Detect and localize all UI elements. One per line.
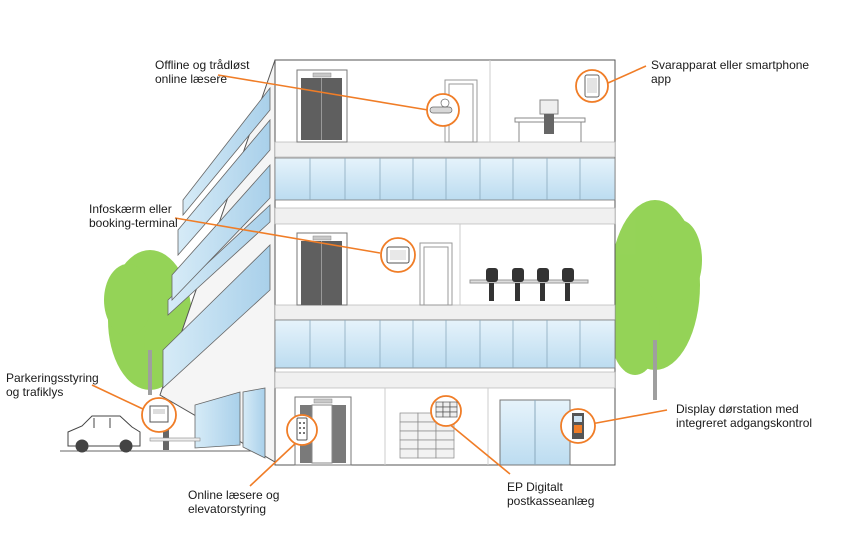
parking-terminal-icon [141, 397, 177, 433]
callout-label-elevator-control: Online læsere og elevatorstyring [188, 488, 280, 516]
door-station-icon [560, 408, 596, 444]
elevator-middle [296, 232, 348, 306]
door-middle [419, 242, 453, 306]
entrance-glass-doors [499, 399, 571, 466]
parking-barrier [149, 430, 201, 450]
callout-label-mailbox-system: EP Digitalt postkasseanlæg [507, 480, 595, 508]
callout-label-door-station: Display dørstation med integreret adgang… [676, 402, 813, 430]
office-desk [514, 99, 586, 142]
tree-right [610, 200, 702, 400]
elevator-ground [294, 396, 352, 466]
conference-chairs [469, 268, 589, 301]
elevator-top [296, 69, 348, 143]
door-lock-reader-icon [426, 93, 460, 127]
callout-label-answering-device: Svarapparat eller smartphone app [651, 58, 810, 86]
callout-label-offline-readers: Offline og trådløst online læsere [155, 58, 250, 86]
keypad-reader-icon [286, 414, 318, 446]
callout-lines [91, 65, 668, 487]
callout-label-parking-control: Parkeringsstyring og trafiklys [6, 371, 99, 399]
callout-label-info-screen: Infoskærm eller booking-terminal [89, 202, 178, 230]
mailbox-icon [430, 395, 462, 427]
building-side-facade [159, 59, 276, 463]
smartphone-icon [575, 69, 609, 103]
car-icon [67, 415, 141, 453]
info-screen-icon [380, 237, 416, 273]
